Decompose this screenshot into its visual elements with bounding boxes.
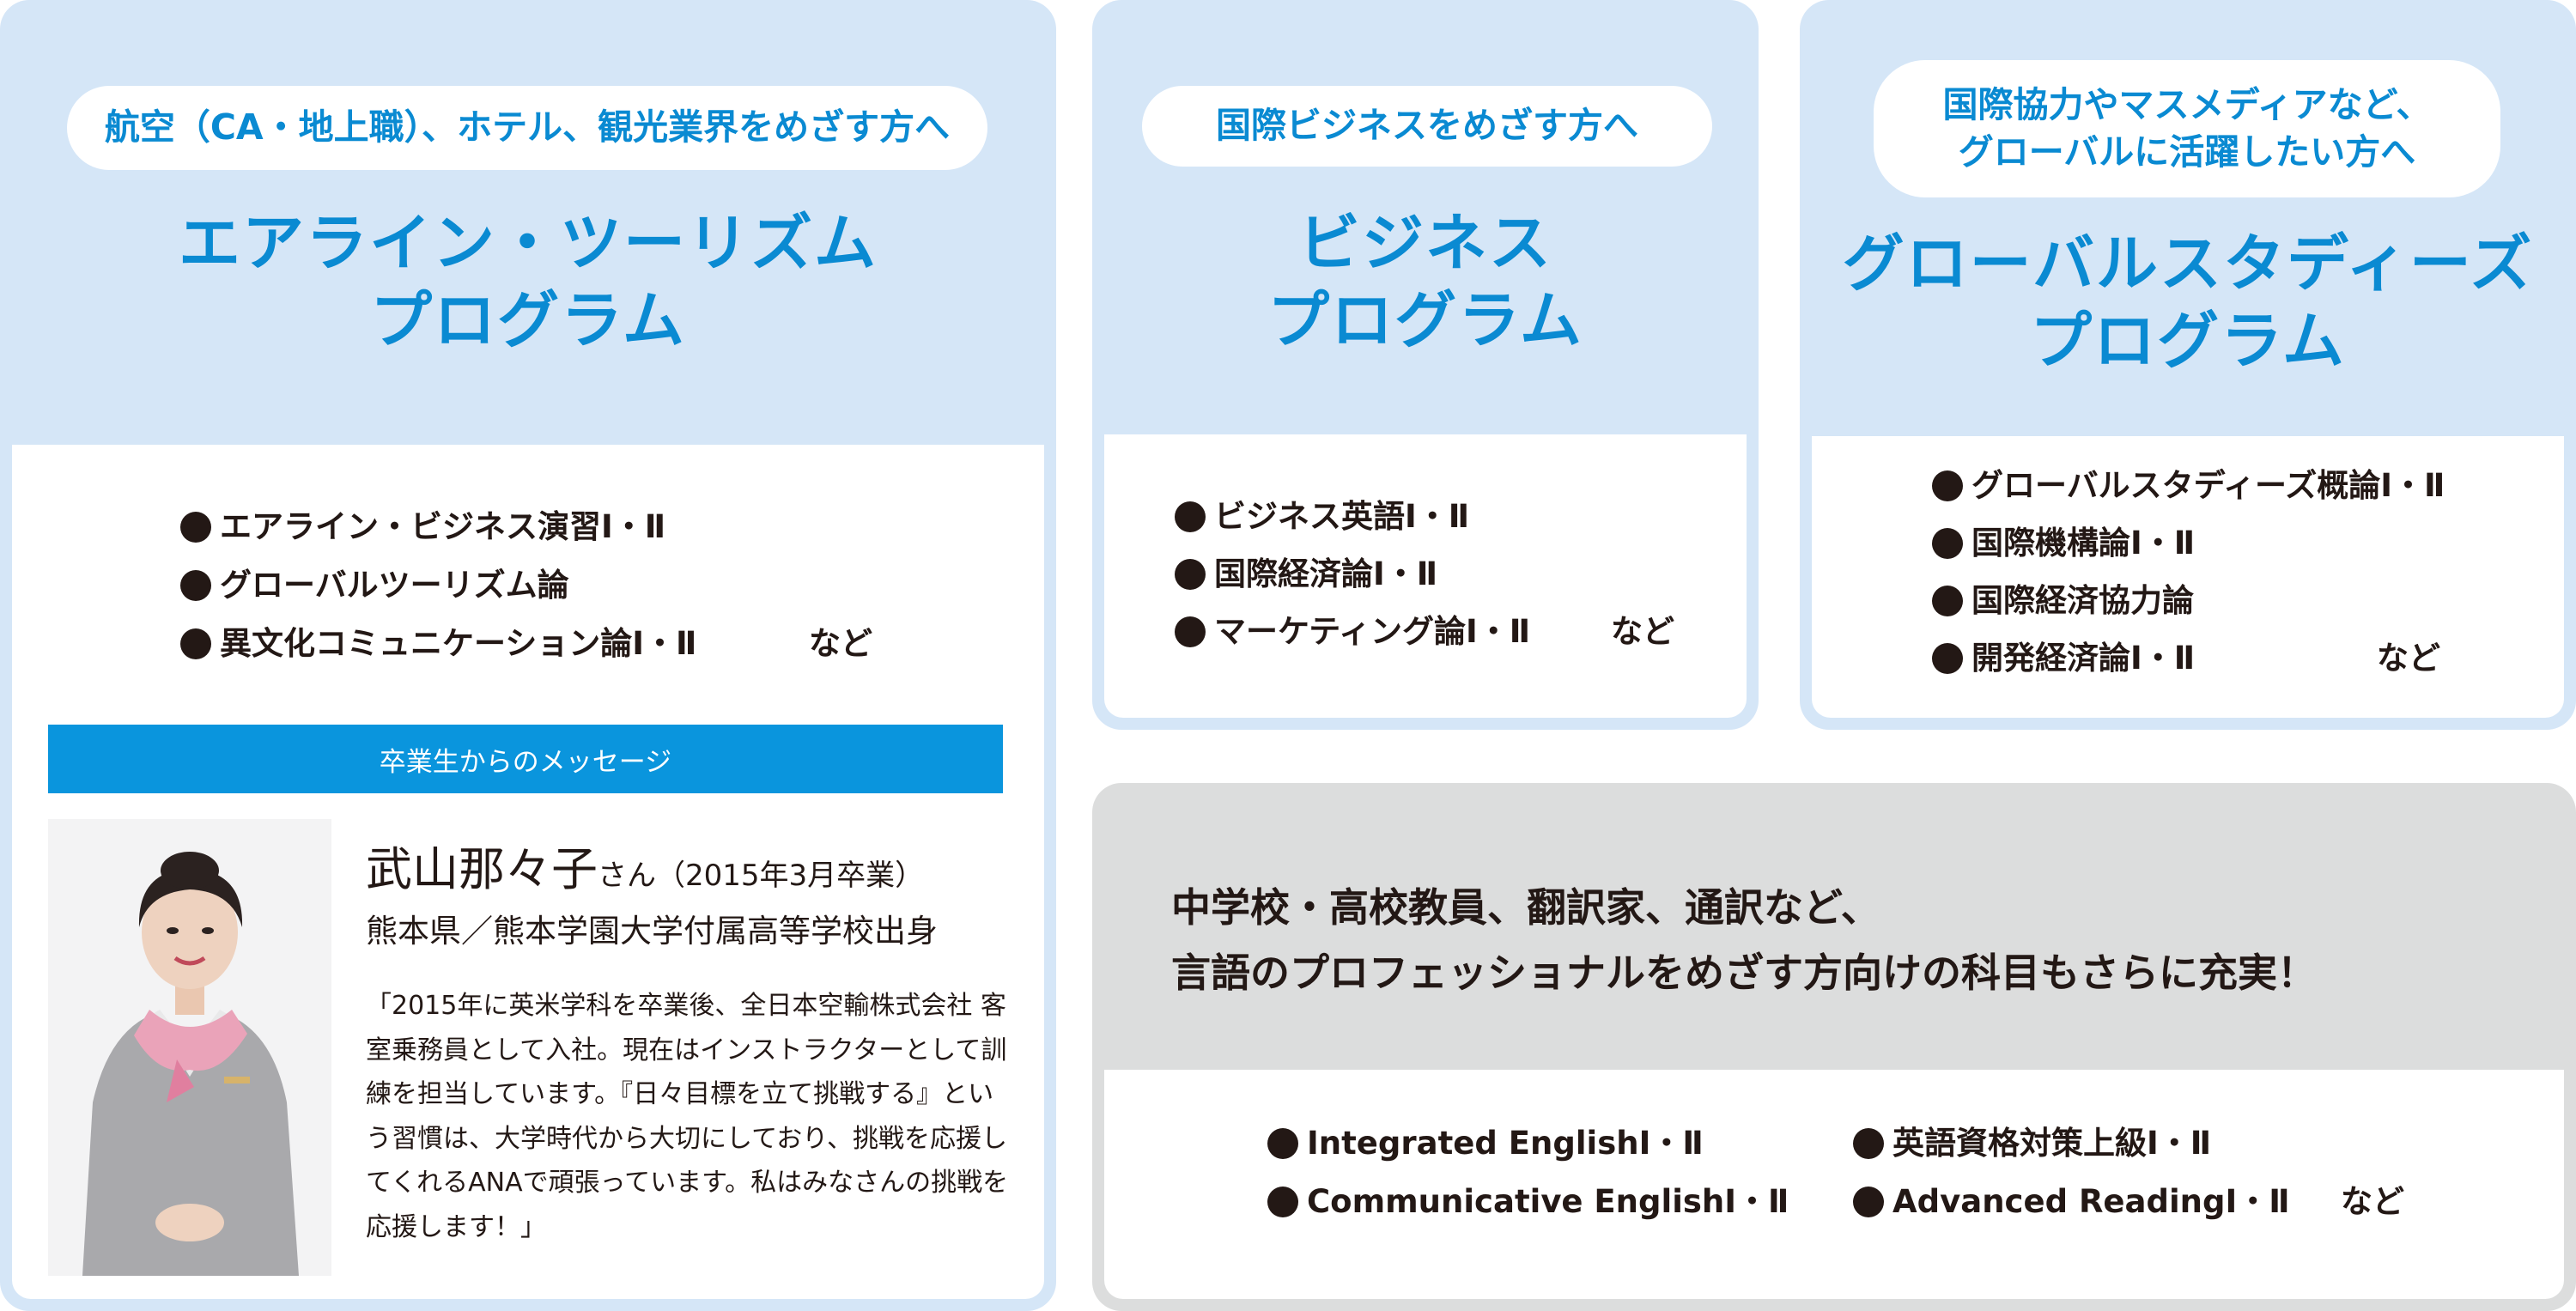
bullet-icon xyxy=(1932,470,1963,501)
airline-content-panel: エアライン・ビジネス演習Ⅰ・Ⅱ グローバルツーリズム論 異文化コミュニケーション… xyxy=(12,445,1044,1299)
global-program-card: 国際協力やマスメディアなど、 グローバルに活躍したい方へ グローバルスタディーズ… xyxy=(1800,0,2576,730)
business-content-panel: ビジネス英語Ⅰ・Ⅱ 国際経済論Ⅰ・Ⅱ マーケティング論Ⅰ・Ⅱ など xyxy=(1104,434,1747,718)
bullet-icon xyxy=(1853,1128,1884,1159)
airline-course-3: 異文化コミュニケーション論Ⅰ・Ⅱ xyxy=(180,615,696,673)
bullet-icon xyxy=(180,628,211,659)
language-content-panel: Integrated EnglishⅠ・Ⅱ Communicative Engl… xyxy=(1104,1070,2564,1299)
graduate-message-bar: 卒業生からのメッセージ xyxy=(48,725,1003,793)
airline-etc: など xyxy=(809,625,872,662)
airline-program-card: 航空（CA・地上職）、ホテル、観光業界をめざす方へ エアライン・ツーリズム プロ… xyxy=(0,0,1056,1311)
airline-course-1: エアライン・ビジネス演習Ⅰ・Ⅱ xyxy=(180,498,696,556)
graduate-name-text: 武山那々子 xyxy=(366,842,598,896)
bullet-icon xyxy=(1175,616,1206,647)
bullet-icon xyxy=(1853,1187,1884,1217)
global-course-1: グローバルスタディーズ概論Ⅰ・Ⅱ xyxy=(1932,457,2445,514)
business-target-pill: 国際ビジネスをめざす方へ xyxy=(1142,86,1712,167)
airline-course-list: エアライン・ビジネス演習Ⅰ・Ⅱ グローバルツーリズム論 異文化コミュニケーション… xyxy=(180,498,696,673)
bullet-icon xyxy=(1932,527,1963,559)
graduate-quote: 「2015年に英米学科を卒業後、全日本空輸株式会社 客室乗務員として入社。現在は… xyxy=(366,991,1009,1242)
language-program-card: 中学校・高校教員、翻訳家、通訳など、 言語のプロフェッショナルをめざす方向けの科… xyxy=(1092,783,2576,1311)
graduate-portrait-illustration xyxy=(48,819,331,1276)
business-course-list: ビジネス英語Ⅰ・Ⅱ 国際経済論Ⅰ・Ⅱ マーケティング論Ⅰ・Ⅱ xyxy=(1175,488,1530,660)
bullet-icon xyxy=(1932,642,1963,674)
language-headline: 中学校・高校教員、翻訳家、通訳など、 言語のプロフェッショナルをめざす方向けの科… xyxy=(1171,884,2317,996)
bullet-icon xyxy=(180,512,211,543)
bullet-icon xyxy=(1175,501,1206,532)
language-course-4: Advanced ReadingⅠ・Ⅱ xyxy=(1853,1173,2290,1231)
global-program-title: グローバルスタディーズ プログラム xyxy=(1842,228,2534,377)
bullet-icon xyxy=(1267,1187,1298,1217)
graduate-photo xyxy=(48,819,331,1276)
business-course-3: マーケティング論Ⅰ・Ⅱ xyxy=(1175,603,1530,660)
global-course-2: 国際機構論Ⅰ・Ⅱ xyxy=(1932,514,2445,572)
language-course-list-left: Integrated EnglishⅠ・Ⅱ Communicative Engl… xyxy=(1267,1114,1789,1231)
airline-program-title: エアライン・ツーリズム プログラム xyxy=(178,207,878,356)
airline-target-pill: 航空（CA・地上職）、ホテル、観光業界をめざす方へ xyxy=(67,86,987,170)
bullet-icon xyxy=(1267,1128,1298,1159)
business-program-title: ビジネス プログラム xyxy=(1267,207,1583,356)
global-course-4: 開発経済論Ⅰ・Ⅱ xyxy=(1932,629,2445,687)
global-target-pill: 国際協力やマスメディアなど、 グローバルに活躍したい方へ xyxy=(1874,60,2500,197)
bullet-icon xyxy=(180,570,211,601)
graduate-name-suffix: さん（2015年3月卒業） xyxy=(598,859,925,893)
business-etc: など xyxy=(1611,613,1674,650)
business-course-1: ビジネス英語Ⅰ・Ⅱ xyxy=(1175,488,1530,545)
language-etc: など xyxy=(2341,1183,2404,1220)
language-course-2: Communicative EnglishⅠ・Ⅱ xyxy=(1267,1173,1789,1231)
business-course-2: 国際経済論Ⅰ・Ⅱ xyxy=(1175,545,1530,603)
bullet-icon xyxy=(1175,558,1206,590)
business-program-card: 国際ビジネスをめざす方へ ビジネス プログラム ビジネス英語Ⅰ・Ⅱ 国際経済論Ⅰ… xyxy=(1092,0,1759,730)
global-etc: など xyxy=(2377,640,2440,677)
graduate-name: 武山那々子さん（2015年3月卒業） xyxy=(366,831,924,899)
language-course-1: Integrated EnglishⅠ・Ⅱ xyxy=(1267,1114,1789,1173)
language-course-list-right: 英語資格対策上級Ⅰ・Ⅱ Advanced ReadingⅠ・Ⅱ xyxy=(1853,1114,2290,1231)
language-course-3: 英語資格対策上級Ⅰ・Ⅱ xyxy=(1853,1114,2290,1173)
bullet-icon xyxy=(1932,585,1963,616)
global-course-list: グローバルスタディーズ概論Ⅰ・Ⅱ 国際機構論Ⅰ・Ⅱ 国際経済協力論 開発経済論Ⅰ… xyxy=(1932,457,2445,687)
global-content-panel: グローバルスタディーズ概論Ⅰ・Ⅱ 国際機構論Ⅰ・Ⅱ 国際経済協力論 開発経済論Ⅰ… xyxy=(1812,436,2564,718)
airline-course-2: グローバルツーリズム論 xyxy=(180,556,696,615)
global-course-3: 国際経済協力論 xyxy=(1932,572,2445,629)
graduate-origin: 熊本県／熊本学園大学付属高等学校出身 xyxy=(366,913,938,950)
